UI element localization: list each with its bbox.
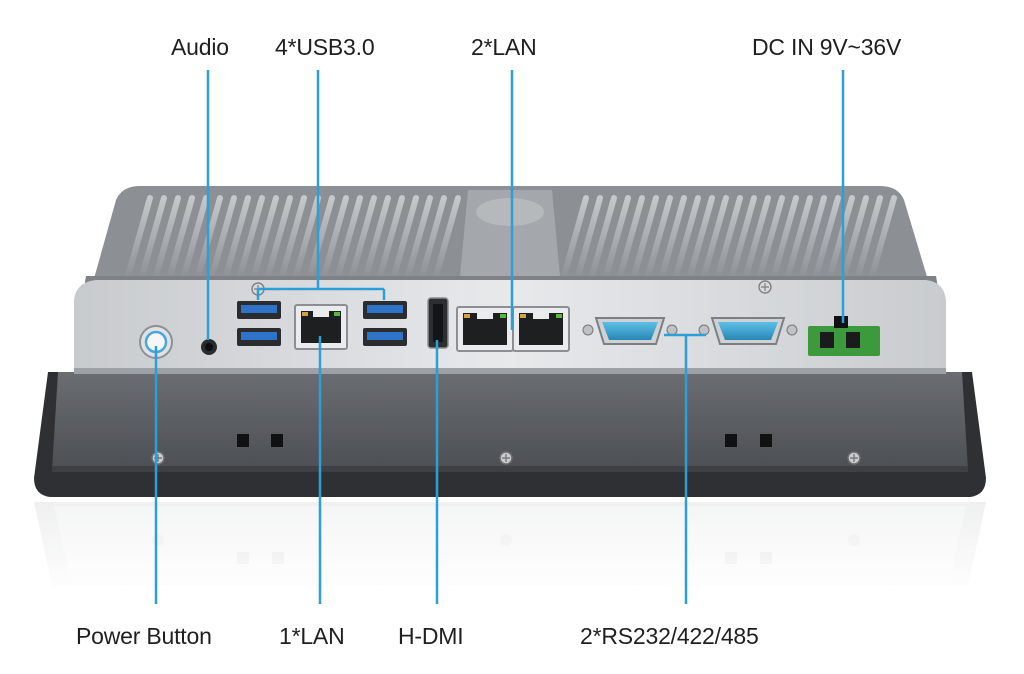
label-lan-dual: 2*LAN: [471, 34, 537, 60]
audio-jack-icon: [201, 339, 217, 355]
usb-port-icon: [363, 328, 407, 346]
serial-port-icon: [698, 317, 798, 345]
lan-port-icon: [512, 306, 570, 352]
serial-port-icon: [582, 317, 678, 345]
usb-port-icon: [237, 301, 281, 319]
label-usb: 4*USB3.0: [275, 34, 375, 60]
dc-terminal-icon: [808, 316, 880, 356]
leader-usb: [256, 70, 386, 300]
usb-port-icon: [237, 328, 281, 346]
screw-icon: [847, 451, 861, 465]
label-audio: Audio: [171, 34, 229, 60]
screw-icon: [758, 280, 772, 294]
usb-port-icon: [363, 301, 407, 319]
leader-serial: [664, 333, 706, 604]
label-power-button: Power Button: [76, 623, 212, 649]
screw-icon: [151, 451, 165, 465]
mounting-slots: [237, 434, 772, 447]
label-dc-in: DC IN 9V~36V: [752, 34, 902, 60]
heatsink-fins: [125, 195, 897, 279]
label-serial: 2*RS232/422/485: [580, 623, 759, 649]
leader-lines: [154, 70, 845, 604]
screw-icon: [499, 451, 513, 465]
label-lan-single: 1*LAN: [279, 623, 345, 649]
label-hdmi: H-DMI: [398, 623, 464, 649]
lan-port-icon: [456, 306, 514, 352]
